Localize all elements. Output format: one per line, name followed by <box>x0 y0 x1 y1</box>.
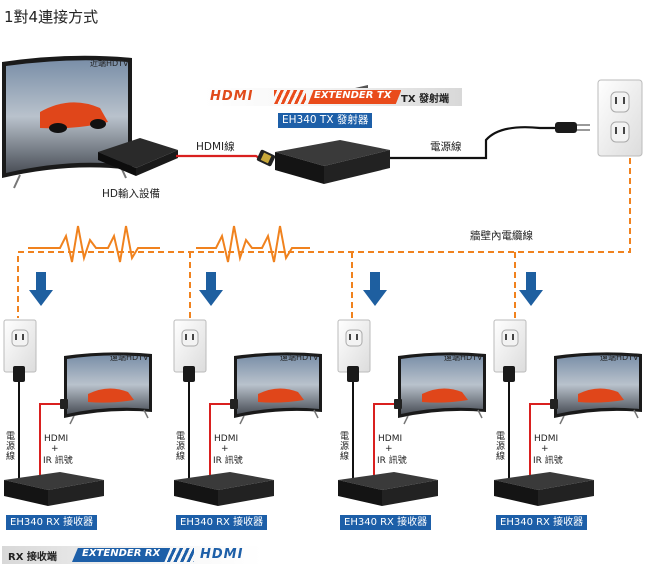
remote-tv-label: 遠端HDTV <box>280 353 319 362</box>
hdmi-label: HDMI <box>44 434 69 444</box>
tx-banner: HDMI EXTENDER TX TX 發射端 <box>204 88 472 106</box>
ir-signal-label: IR 訊號 <box>213 456 243 466</box>
extender-rx-label: EXTENDER RX <box>72 548 171 562</box>
plus-label: + <box>541 444 549 454</box>
power-cable-tx <box>390 126 560 160</box>
down-arrow-icon <box>363 272 387 306</box>
extender-tx-label: EXTENDER TX <box>308 90 402 104</box>
down-arrow-icon <box>199 272 223 306</box>
hdmi-plug <box>394 399 402 409</box>
hdmi-plug <box>60 399 68 409</box>
receiver-unit <box>173 272 322 506</box>
wall-outlet <box>3 319 37 373</box>
power-plug-tx <box>555 122 590 133</box>
stripe-icon <box>160 548 194 562</box>
tx-device-label: EH340 TX 發射器 <box>278 113 373 128</box>
hdmi-cable <box>39 403 66 478</box>
signal-waveforms <box>28 225 310 263</box>
stripe-icon <box>274 90 306 104</box>
page-title: 1對4連接方式 <box>4 8 99 26</box>
down-arrow-icon <box>519 272 543 306</box>
hdmi-label: HDMI <box>378 434 403 444</box>
hdmi-cable <box>176 154 263 161</box>
hdmi-logo: HDMI <box>210 89 254 104</box>
remote-tv <box>234 352 322 425</box>
rx-device-label: EH340 RX 接收器 <box>496 515 588 530</box>
remote-tv <box>398 352 486 425</box>
hd-source-label: HD輸入設備 <box>102 188 160 200</box>
plus-label: + <box>51 444 59 454</box>
hdmi-plug <box>230 399 238 409</box>
wall-wiring <box>17 158 631 318</box>
power-plug <box>183 366 195 382</box>
near-tv <box>2 55 132 189</box>
wall-outlet <box>337 319 371 373</box>
hdmi-label: HDMI <box>214 434 239 444</box>
ir-signal-label: IR 訊號 <box>533 456 563 466</box>
hdmi-cable <box>373 403 400 478</box>
hdmi-label: HDMI <box>534 434 559 444</box>
plus-label: + <box>221 444 229 454</box>
tx-side-label: TX 發射端 <box>401 94 450 105</box>
ir-signal-label: IR 訊號 <box>377 456 407 466</box>
power-plug <box>503 366 515 382</box>
power-cable-label: 電源線 <box>430 141 462 153</box>
rx-banner: RX 接收端 EXTENDER RX HDMI <box>2 546 262 564</box>
remote-tv-label: 遠端HDTV <box>600 353 639 362</box>
power-cable-label: 電源線 <box>496 432 506 462</box>
power-cable-label: 電源線 <box>6 432 16 462</box>
rx-device <box>494 472 594 506</box>
wall-outlet <box>493 319 527 373</box>
rx-device-label: EH340 RX 接收器 <box>340 515 432 530</box>
rx-side-label: RX 接收端 <box>8 552 57 563</box>
rx-device <box>174 472 274 506</box>
hdmi-plug <box>550 399 558 409</box>
plus-label: + <box>385 444 393 454</box>
down-arrow-icon <box>29 272 53 306</box>
power-plug <box>13 366 25 382</box>
hdmi-cable <box>209 403 236 478</box>
remote-tv <box>554 352 642 425</box>
remote-tv-label: 遠端HDTV <box>110 353 149 362</box>
remote-tv-label: 遠端HDTV <box>444 353 483 362</box>
receiver-unit <box>337 272 486 506</box>
power-cable-label: 電源線 <box>340 432 350 462</box>
wall-outlet-top <box>597 79 643 157</box>
power-cable-label: 電源線 <box>176 432 186 462</box>
rx-device-label: EH340 RX 接收器 <box>176 515 268 530</box>
wall-outlet <box>173 319 207 373</box>
hdmi-cable-label: HDMI線 <box>196 141 235 153</box>
hd-source-device <box>98 138 178 176</box>
rx-device <box>338 472 438 506</box>
receiver-unit <box>493 272 642 506</box>
hdmi-cable <box>529 403 556 478</box>
remote-tv <box>64 352 152 425</box>
hdmi-logo: HDMI <box>200 547 244 562</box>
near-tv-label: 近端HDTV <box>90 59 129 68</box>
ir-signal-label: IR 訊號 <box>43 456 73 466</box>
rx-device <box>4 472 104 506</box>
rx-device-label: EH340 RX 接收器 <box>6 515 98 530</box>
receiver-unit <box>3 272 152 506</box>
power-plug <box>347 366 359 382</box>
wall-wire-label: 牆壁內電纜線 <box>470 230 533 242</box>
